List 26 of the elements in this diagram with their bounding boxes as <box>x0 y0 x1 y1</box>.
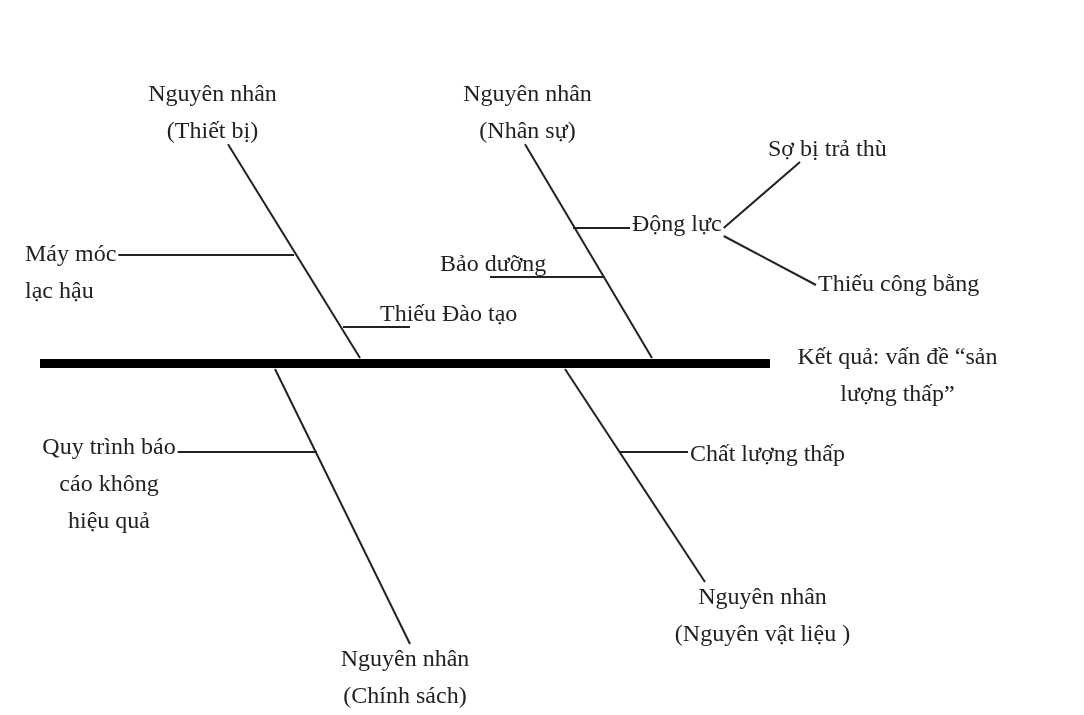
leader-line <box>618 451 689 453</box>
category-label: Nguyên nhân (Chính sách) <box>320 640 490 715</box>
bone-line <box>564 368 706 583</box>
cause-label: Thiếu Đào tạo <box>380 295 580 333</box>
category-label: Nguyên nhân (Thiết bị) <box>140 75 285 150</box>
leader-line <box>722 161 801 229</box>
leader-line <box>489 276 606 278</box>
bone-line <box>524 143 653 359</box>
category-label: Nguyên nhân (Nhân sự) <box>455 75 600 150</box>
leader-line <box>117 254 295 256</box>
result-text: Kết quả: vấn đề “sản lượng thấp” <box>796 342 999 409</box>
cause-label: Quy trình báo cáo không hiệu quả <box>40 428 178 540</box>
cause-label: Động lực <box>632 205 742 243</box>
leader-line <box>572 227 631 229</box>
bone-line <box>274 368 411 645</box>
bone-line <box>227 143 361 359</box>
category-label: Nguyên nhân (Nguyên vật liệu ) <box>655 578 870 653</box>
leader-line <box>176 451 318 453</box>
cause-label: Chất lượng thấp <box>690 435 910 473</box>
spine-bar <box>40 359 770 368</box>
leader-line <box>722 235 817 286</box>
cause-label: Thiếu công bằng <box>818 265 1080 303</box>
cause-label: Máy móc lạc hậu <box>25 235 125 310</box>
leader-line <box>342 326 411 328</box>
cause-label: Sợ bị trả thù <box>768 130 928 168</box>
cause-label: Bảo dưỡng <box>440 245 555 283</box>
